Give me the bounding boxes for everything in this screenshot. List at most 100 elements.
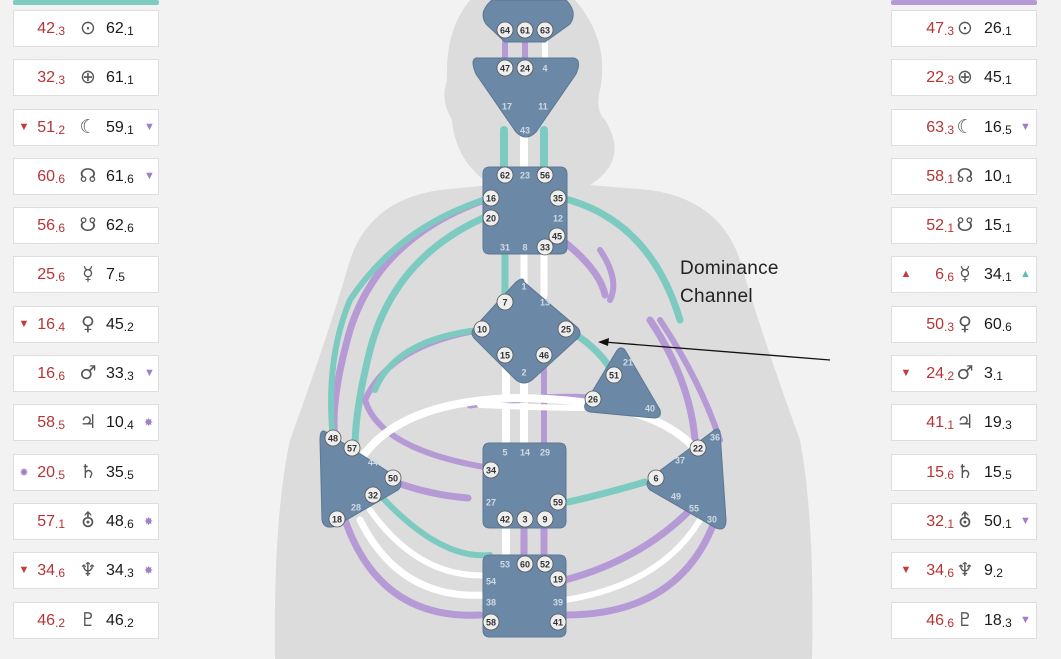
gate-60-marker — [516, 555, 534, 573]
design-gate: 16.6 — [37, 365, 65, 384]
personality-row-earth[interactable]: 22.3⊕45.1 — [891, 59, 1037, 97]
design-row-south-node[interactable]: 56.6☋62.6 — [13, 207, 159, 245]
personality-row-moon[interactable]: 63.3☾16.5▼ — [891, 108, 1037, 146]
design-marker: ▼ — [18, 120, 30, 133]
gate-17-label: 17 — [502, 102, 512, 112]
personality-row-mars[interactable]: ▼24.2♂3.1 — [891, 355, 1037, 393]
gate-20-marker — [482, 209, 500, 227]
design-gate: 16.4 — [37, 315, 65, 334]
design-row-earth[interactable]: 32.3⊕61.1 — [13, 59, 159, 97]
design-gate: 46.2 — [37, 611, 65, 630]
gate-58-label: 58 — [486, 618, 496, 628]
mercury-icon: ☿ — [959, 263, 971, 286]
design-gate: 20.5 — [37, 463, 65, 482]
ego-center — [584, 347, 661, 419]
personality-marker: ✸ — [144, 515, 154, 528]
personality-marker: ▼ — [1020, 514, 1031, 527]
personality-row-jupiter[interactable]: 41.1♃19.3 — [891, 404, 1037, 442]
personality-row-south-node[interactable]: 52.1☋15.1 — [891, 207, 1037, 245]
gate-26-marker — [584, 390, 602, 408]
annotation-line-2: Channel — [680, 286, 753, 307]
personality-row-saturn[interactable]: 15.6♄15.5 — [891, 453, 1037, 491]
design-gate: 24.2 — [926, 365, 954, 384]
personality-gate: 45.1 — [984, 69, 1012, 88]
gate-31-label: 31 — [500, 243, 510, 253]
personality-marker: ▼ — [144, 120, 155, 133]
personality-row-pluto[interactable]: 46.6♇18.3▼ — [891, 601, 1037, 639]
personality-gate: 62.6 — [106, 217, 134, 236]
channel-18-58 — [341, 516, 484, 619]
gate-52-label: 52 — [540, 560, 550, 570]
design-marker: ✸ — [19, 466, 29, 479]
gate-34-marker — [482, 461, 500, 479]
gate-51-marker — [605, 366, 623, 384]
gate-7-label: 7 — [502, 298, 507, 308]
gate-19-label: 19 — [553, 575, 563, 585]
south-node-icon: ☋ — [79, 214, 97, 237]
annotation-arrowhead — [598, 338, 609, 346]
design-row-moon[interactable]: ▼51.2☾59.1▼ — [13, 108, 159, 146]
channel-41-30 — [561, 516, 719, 619]
design-gate: 25.6 — [37, 266, 65, 285]
gate-2-label: 2 — [521, 368, 526, 378]
gate-18-marker — [328, 510, 346, 528]
personality-gate: 61.1 — [106, 69, 134, 88]
design-marker: ▼ — [18, 564, 30, 577]
design-gate: 52.1 — [926, 217, 954, 236]
design-row-pluto[interactable]: 46.2♇46.2 — [13, 601, 159, 639]
gate-55-label: 55 — [689, 504, 699, 514]
gate-58-marker — [482, 613, 500, 631]
design-gate: 41.1 — [926, 414, 954, 433]
personality-marker: ✸ — [144, 417, 154, 430]
personality-row-sun[interactable]: 47.3⊙26.1 — [891, 10, 1037, 47]
design-gate: 63.3 — [926, 118, 954, 137]
gate-48-label: 48 — [328, 434, 338, 444]
moon-icon: ☾ — [956, 115, 974, 138]
personality-row-neptune[interactable]: ▼34.6♆9.2 — [891, 552, 1037, 590]
north-node-icon: ☊ — [79, 164, 97, 187]
venus-icon: ♀ — [81, 312, 95, 335]
channel-12-22 — [558, 236, 609, 299]
personality-marker: ▼ — [144, 367, 155, 380]
gate-42-marker — [496, 510, 514, 528]
personality-row-uranus[interactable]: 32.1⛢50.1▼ — [891, 502, 1037, 540]
gate-10-label: 10 — [477, 325, 487, 335]
root-center — [482, 554, 567, 638]
design-row-sun[interactable]: 42.3⊙62.1 — [13, 10, 159, 47]
gate-57-marker — [343, 439, 361, 457]
design-row-uranus[interactable]: 57.1⛢48.6✸ — [13, 502, 159, 540]
design-gate: 22.3 — [926, 69, 954, 88]
design-row-jupiter[interactable]: 58.5♃10.4✸ — [13, 404, 159, 442]
gate-62-marker — [496, 166, 514, 184]
design-row-neptune[interactable]: ▼34.6♆34.3✸ — [13, 552, 159, 590]
gate-32-label: 32 — [368, 491, 378, 501]
annotation-arrow-line — [603, 341, 831, 361]
design-row-saturn[interactable]: ✸20.5♄35.5 — [13, 453, 159, 491]
gate-24-label: 24 — [520, 64, 530, 74]
personality-gate: 48.6 — [106, 512, 134, 531]
gate-11-label: 11 — [538, 102, 548, 112]
gate-8-label: 8 — [522, 243, 527, 253]
gate-9-marker — [536, 510, 554, 528]
gate-34-label: 34 — [486, 466, 496, 476]
ajna-center — [472, 57, 580, 138]
design-gate: 32.3 — [37, 69, 65, 88]
design-row-mercury[interactable]: 25.6☿7.5 — [13, 256, 159, 294]
personality-row-venus[interactable]: 50.3♀60.6 — [891, 305, 1037, 343]
personality-gate: 34.3 — [106, 562, 134, 581]
channel-35-36-purple — [646, 316, 699, 444]
personality-row-mercury[interactable]: ▲6.6☿34.1▲ — [891, 256, 1037, 294]
pluto-icon: ♇ — [956, 608, 974, 631]
gate-10-marker — [473, 320, 491, 338]
design-row-venus[interactable]: ▼16.4♀45.2 — [13, 305, 159, 343]
personality-gate: 26.1 — [984, 20, 1012, 38]
design-row-mars[interactable]: 16.6♂33.3▼ — [13, 355, 159, 393]
gate-41-marker — [549, 613, 567, 631]
gate-25-label: 25 — [561, 325, 571, 335]
design-gate: 51.2 — [37, 118, 65, 137]
personality-row-north-node[interactable]: 58.1☊10.1 — [891, 157, 1037, 195]
design-marker: ▼ — [900, 564, 912, 577]
personality-panel: 47.3⊙26.1 22.3⊕45.1 63.3☾16.5▼ 58.1☊10.1 52.… — [891, 0, 1037, 651]
channel-39-55 — [562, 517, 703, 603]
design-row-north-node[interactable]: 60.6☊61.6▼ — [13, 157, 159, 195]
